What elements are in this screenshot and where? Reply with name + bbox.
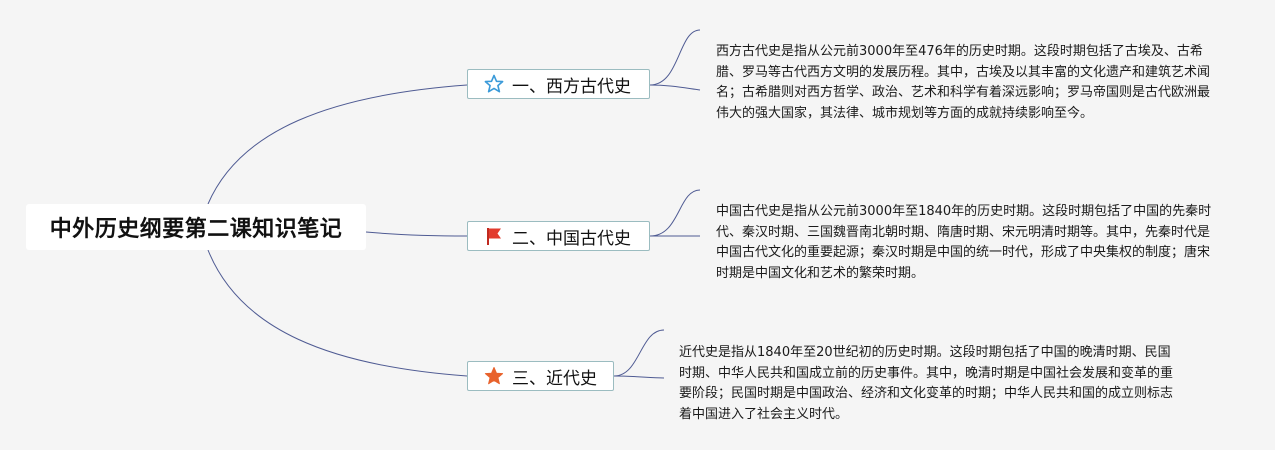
connector-branch-3-note	[613, 329, 665, 379]
topic-modern-history[interactable]: 三、近代史	[467, 361, 614, 391]
star-outline-icon	[484, 74, 504, 94]
note-western-ancient-history: 西方古代史是指从公元前3000年至476年的历史时期。这段时期包括了古埃及、古希…	[716, 44, 1211, 121]
note-chinese-ancient-history: 中国古代史是指从公元前3000年至1840年的历史时期。这段时期包括了中国的先秦…	[716, 204, 1212, 281]
note-modern-history: 近代史是指从1840年至20世纪初的历史时期。这段时期包括了中国的晚清时期、民国…	[679, 345, 1174, 422]
root-topic[interactable]: 中外历史纲要第二课知识笔记	[26, 204, 366, 250]
topic-label: 三、近代史	[512, 368, 597, 389]
connector-branch-2-note	[649, 189, 701, 237]
connector-branch-1-note	[649, 29, 701, 91]
connector-root-branch-2	[365, 231, 468, 237]
red-flag-icon	[484, 226, 504, 246]
root-topic-title: 中外历史纲要第二课知识笔记	[49, 217, 343, 242]
topic-chinese-ancient-history[interactable]: 二、中国古代史	[467, 221, 650, 251]
topic-western-ancient-history[interactable]: 一、西方古代史	[467, 69, 650, 99]
orange-star-icon	[484, 366, 504, 386]
connector-root-branch-3	[207, 249, 468, 377]
topic-label: 二、中国古代史	[512, 228, 631, 249]
topic-label: 一、西方古代史	[512, 76, 631, 97]
connector-root-branch-1	[207, 84, 468, 205]
